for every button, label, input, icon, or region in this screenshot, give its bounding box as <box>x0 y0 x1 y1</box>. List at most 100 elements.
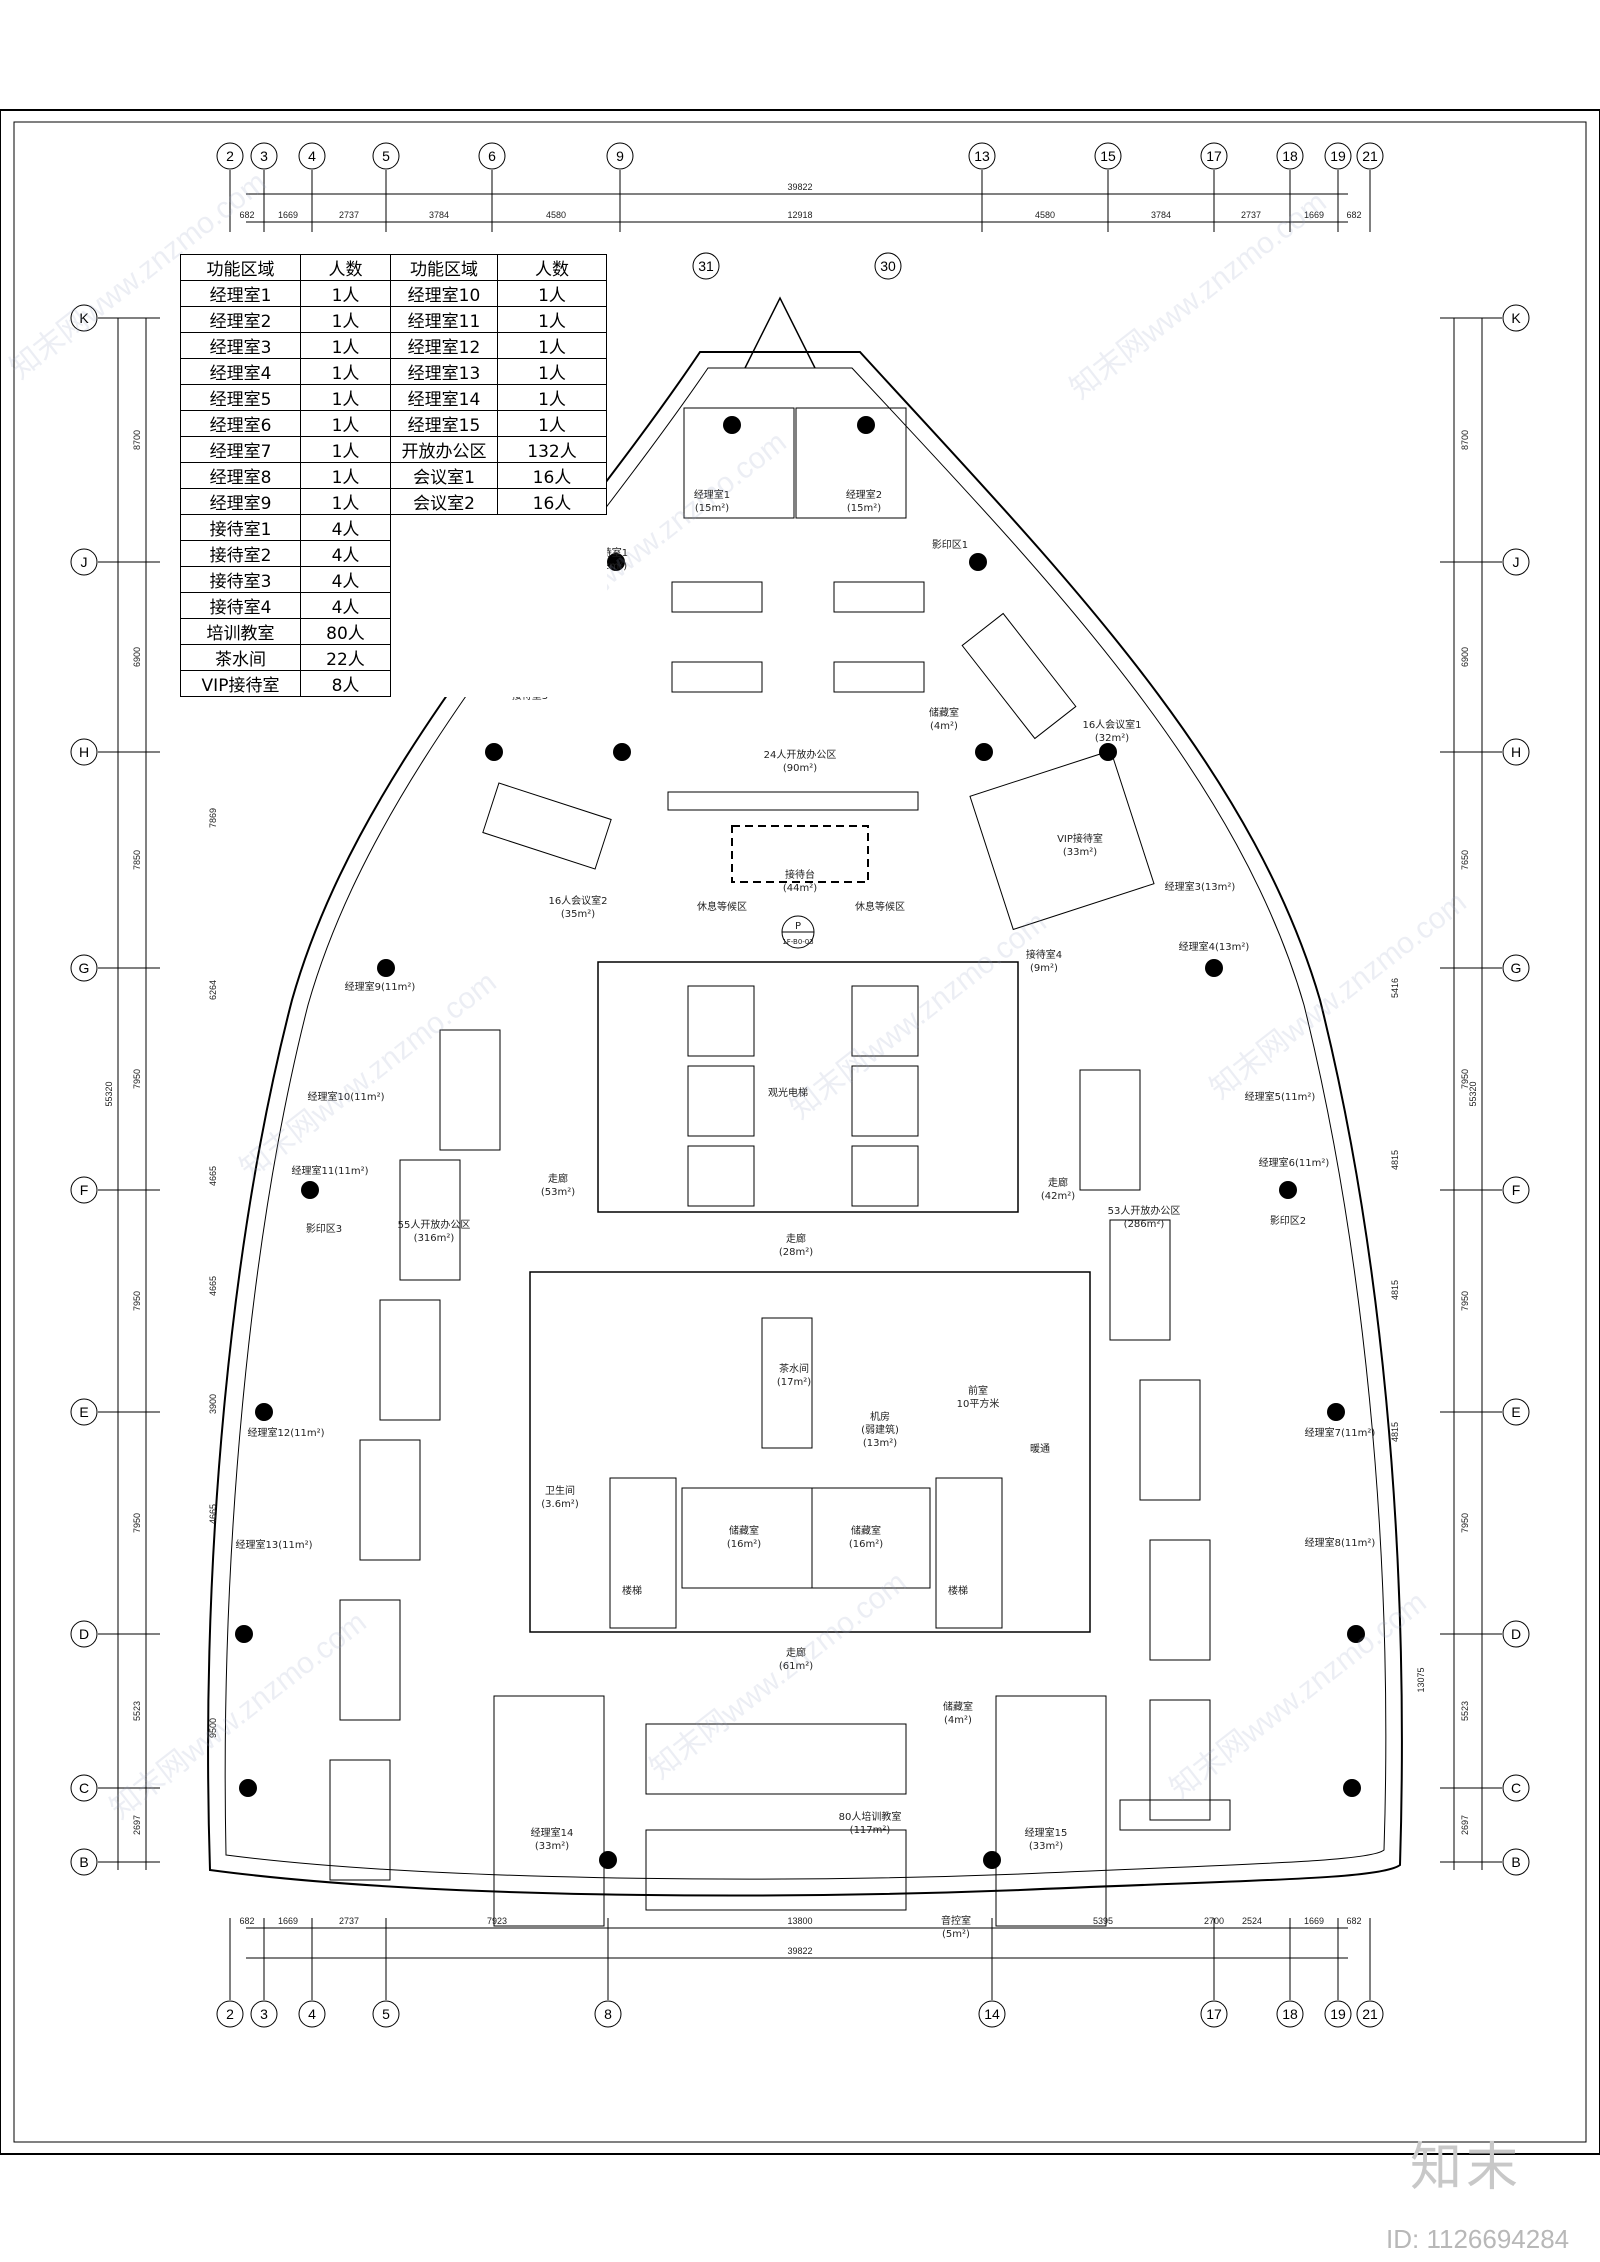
legend-area-cell: 会议室1 <box>390 462 498 489</box>
axis-31-bubble <box>692 252 720 280</box>
axis-bubble <box>70 1176 98 1204</box>
room-label-reception4: 接待室4 <box>1026 948 1062 961</box>
room-label-storage-low: 储藏室 <box>943 1700 973 1713</box>
bottom-dim-total: 39822 <box>787 1946 812 1956</box>
legend-area-cell: 经理室10 <box>390 280 498 307</box>
dimension-value: 4580 <box>1035 210 1055 220</box>
axis-bubble <box>1324 142 1352 170</box>
axis-bubble <box>1502 304 1530 332</box>
legend-area-cell <box>391 671 498 697</box>
axis-label: H <box>79 744 89 760</box>
room-label-corridor-mid: (28m²) <box>779 1247 813 1258</box>
dimension-value: 4580 <box>546 210 566 220</box>
legend-count-cell: 1人 <box>497 280 607 307</box>
column-markers <box>235 416 1365 1869</box>
axis-label: E <box>1511 1404 1520 1420</box>
dimension-value: 2737 <box>339 1916 359 1926</box>
axis-bubble <box>1200 142 1228 170</box>
axis-label: D <box>79 1626 89 1642</box>
room-label-manager15: 经理室15 <box>1025 1826 1068 1839</box>
room-labels: 经理室1(15m²)经理室2(15m²)影印区1接待室1(12m²)接待室2(1… <box>235 488 1375 1940</box>
axis-label: 17 <box>1206 2006 1222 2022</box>
room-label-training: (117m²) <box>850 1825 891 1836</box>
legend-count-cell: 16人 <box>497 488 607 515</box>
room-label-print2: 影印区2 <box>1270 1215 1306 1227</box>
axis-bubble <box>298 2000 326 2028</box>
room-label-storage-r: 储藏室 <box>851 1524 881 1537</box>
dimension-value: 13800 <box>787 1916 812 1926</box>
axis-bubble <box>1502 1176 1530 1204</box>
dimension-value: 4665 <box>208 1276 218 1296</box>
legend-header-row: 功能区域 人数 功能区域 人数 <box>180 254 607 281</box>
room-label-front-room: 10平方米 <box>957 1397 1000 1410</box>
room-label-manager14: 经理室14 <box>531 1826 574 1839</box>
axis-label: G <box>79 960 90 976</box>
axis-bubble <box>372 2000 400 2028</box>
room-label-machine: (弱建筑) <box>861 1423 899 1436</box>
dimension-value: 2737 <box>339 210 359 220</box>
axis-label: H <box>1511 744 1521 760</box>
room-label-open53: (286m²) <box>1124 1219 1165 1230</box>
elevator-left-2 <box>687 1065 755 1137</box>
axis-label: 15 <box>1100 148 1116 164</box>
axis-31-label: 31 <box>698 258 714 274</box>
legend-count-cell: 16人 <box>497 462 607 489</box>
room-label-front-room: 前室 <box>968 1384 988 1397</box>
axis-label: 6 <box>488 148 496 164</box>
dimension-value: 2737 <box>1241 210 1261 220</box>
legend-count-cell: 1人 <box>300 462 391 489</box>
dimension-value: 7950 <box>132 1513 142 1533</box>
room-label-front-desk: 接待台 <box>785 868 815 881</box>
watermark-repeat-text: 知末网www.znzmo.com <box>1164 1586 1433 1806</box>
dimension-value: 8700 <box>132 430 142 450</box>
legend-area-cell <box>391 515 498 541</box>
axis-label: 2 <box>226 2006 234 2022</box>
axis-bubble <box>298 142 326 170</box>
room-label-tea: 茶水间 <box>779 1362 809 1375</box>
elevator-left-3 <box>687 1145 755 1207</box>
legend-count-cell: 1人 <box>300 358 391 385</box>
dimension-value: 682 <box>1346 1916 1361 1926</box>
building-outline-inner <box>224 367 1387 1880</box>
elevator-right <box>851 985 919 1057</box>
dimension-value: 2700 <box>1204 1916 1224 1926</box>
legend-area-cell <box>391 593 498 619</box>
room-label-meeting2: (35m²) <box>561 909 595 920</box>
legend-count-cell <box>498 567 607 593</box>
legend-header-count-2: 人数 <box>497 254 607 281</box>
room-label-manager4: 经理室4(13m²) <box>1179 940 1250 953</box>
room-label-manager15: (33m²) <box>1029 1841 1063 1852</box>
axis-bubble <box>1502 1774 1530 1802</box>
axis-label: 9 <box>616 148 624 164</box>
legend-header-area-2: 功能区域 <box>390 254 498 281</box>
training-desks <box>645 1723 907 1911</box>
legend-header-area-1: 功能区域 <box>180 254 301 281</box>
legend-area-cell: 经理室2 <box>180 306 301 333</box>
dimension-value: 3784 <box>1151 210 1171 220</box>
axis-bubble <box>70 304 98 332</box>
legend-count-cell: 4人 <box>300 514 391 541</box>
axis-label: B <box>79 1854 88 1870</box>
axis-bubble <box>1502 1398 1530 1426</box>
dimension-value: 5523 <box>132 1701 142 1721</box>
legend-area-cell: VIP接待室 <box>180 670 301 697</box>
axis-label: J <box>1513 554 1520 570</box>
dimension-value: 2697 <box>132 1815 142 1835</box>
legend-area-cell: 接待室2 <box>180 540 301 567</box>
legend-count-cell <box>498 671 607 697</box>
storage-left-box <box>681 1487 813 1589</box>
legend-count-cell <box>498 645 607 671</box>
elevator-right-3 <box>851 1145 919 1207</box>
legend-count-cell: 1人 <box>497 332 607 359</box>
room-label-manager10: 经理室10(11m²) <box>307 1090 384 1103</box>
spire <box>744 296 816 369</box>
axis-label: 14 <box>984 2006 1000 2022</box>
